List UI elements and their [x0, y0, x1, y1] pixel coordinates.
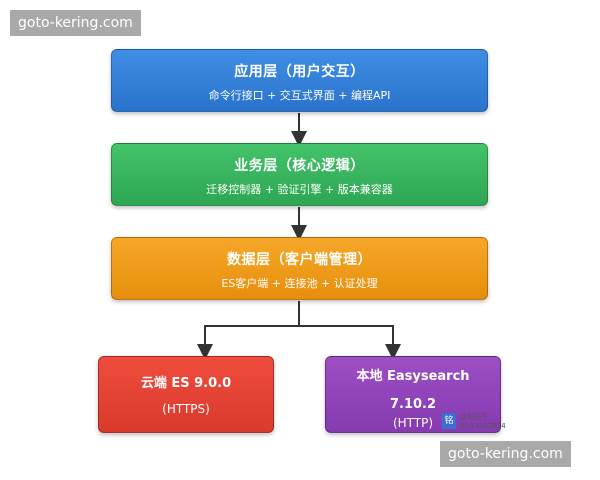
local-easysearch-title-line1: 本地 Easysearch [356, 369, 470, 384]
data-layer-subtitle: ES客户端 + 连接池 + 认证处理 [221, 277, 378, 290]
local-easysearch-title-line2: 7.10.2 [389, 397, 437, 412]
cloud-es-box: 云端 ES 9.0.0 (HTTPS) [98, 356, 274, 433]
stamp-line2: ID:13042834 [460, 422, 506, 430]
stamp-line1: 铭刻天下 [460, 413, 489, 421]
watermark-bottom: goto-kering.com [440, 441, 571, 467]
cloud-es-title: 云端 ES 9.0.0 [140, 376, 232, 391]
cloud-es-protocol: (HTTPS) [162, 402, 210, 416]
local-easysearch-box: 本地 Easysearch 7.10.2 (HTTP) [325, 356, 501, 433]
application-layer-subtitle: 命令行接口 + 交互式界面 + 编程API [208, 89, 391, 102]
business-layer-box: 业务层（核心逻辑） 迁移控制器 + 验证引擎 + 版本兼容器 [111, 143, 488, 206]
data-layer-box: 数据层（客户端管理） ES客户端 + 连接池 + 认证处理 [111, 237, 488, 300]
business-layer-title: 业务层（核心逻辑） [234, 158, 365, 174]
application-layer-box: 应用层（用户交互） 命令行接口 + 交互式界面 + 编程API [111, 49, 488, 112]
stamp-logo-icon: 铭 [442, 413, 456, 429]
watermark-top: goto-kering.com [10, 10, 141, 36]
business-layer-subtitle: 迁移控制器 + 验证引擎 + 版本兼容器 [206, 183, 393, 196]
author-stamp: 铭 铭刻天下 ID:13042834 [442, 413, 512, 435]
data-layer-title: 数据层（客户端管理） [227, 252, 372, 268]
application-layer-title: 应用层（用户交互） [234, 64, 365, 80]
local-easysearch-protocol: (HTTP) [392, 416, 434, 430]
